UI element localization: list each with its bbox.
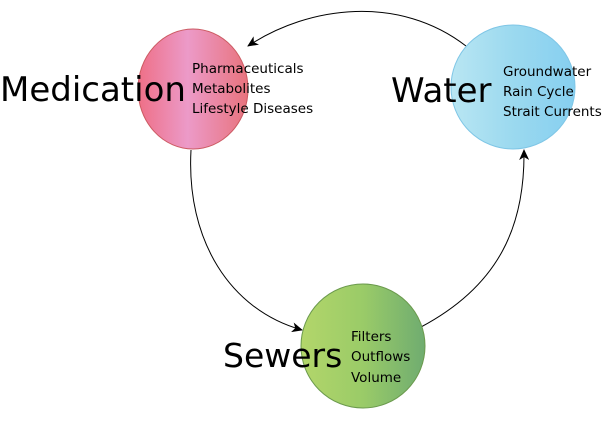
sewers-circle: [300, 283, 426, 409]
sewers-title: Sewers: [223, 336, 342, 375]
medication-item: Metabolites: [192, 81, 270, 97]
water-circle: [450, 24, 576, 150]
medication-circle: [137, 28, 249, 150]
node-medication: Medication Pharmaceuticals Metabolites L…: [0, 28, 313, 150]
arrow-water-to-medication: [247, 11, 467, 47]
sewers-item: Filters: [351, 329, 391, 345]
node-sewers: Sewers Filters Outflows Volume: [223, 283, 426, 409]
water-title: Water: [391, 71, 492, 111]
water-item: Strait Currents: [503, 104, 602, 120]
arrow-sewers-to-water: [420, 149, 530, 328]
arrow-medication-to-sewers: [190, 149, 303, 333]
medication-item: Pharmaceuticals: [192, 61, 304, 77]
node-water: Water Groundwater Rain Cycle Strait Curr…: [391, 24, 602, 150]
sewers-item: Volume: [351, 370, 401, 386]
sewers-item: Outflows: [351, 349, 410, 365]
water-item: Rain Cycle: [503, 84, 574, 100]
water-item: Groundwater: [503, 64, 592, 80]
medication-item: Lifestyle Diseases: [192, 101, 313, 117]
medication-title: Medication: [0, 70, 186, 110]
